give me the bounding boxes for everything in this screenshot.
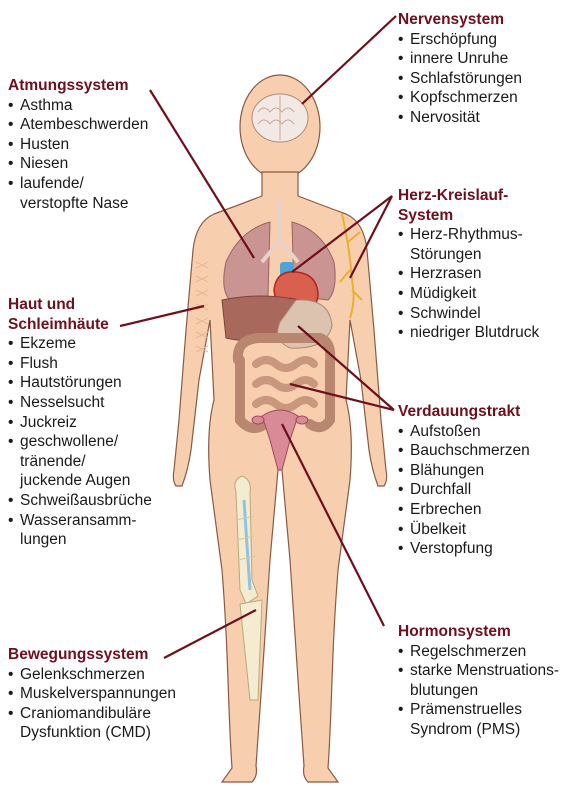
list-item: Müdigkeit: [398, 284, 578, 304]
list-item: Wasseransamm- lungen: [8, 511, 148, 550]
list-item: Hautstörungen: [8, 373, 188, 393]
hormonal-system-group: Hormonsystem Regelschmerzen starke Menst…: [398, 622, 578, 740]
nervous-system-list: Erschöpfung innere Unruhe Schlafstörunge…: [398, 30, 578, 128]
list-item: Erschöpfung: [398, 30, 578, 50]
respiratory-system-group: Atmungssystem Asthma Atembeschwerden Hus…: [8, 76, 183, 213]
list-item: Craniomandibuläre Dysfunktion (CMD): [8, 704, 190, 743]
skin-list: Ekzeme Flush Hautstörungen Nesselsucht J…: [8, 334, 188, 550]
list-item: Herz-Rhythmus- Störungen: [398, 225, 530, 264]
list-item: Flush: [8, 354, 188, 374]
list-item: Verstopfung: [398, 539, 578, 559]
cardiovascular-system-group: Herz-Kreislauf- System Herz-Rhythmus- Stö…: [398, 186, 578, 343]
list-item: laufende/ verstopfte Nase: [8, 174, 150, 213]
musculoskeletal-system-list: Gelenkschmerzen Muskelverspannungen Cran…: [8, 665, 183, 743]
musculoskeletal-system-title: Bewegungssystem: [8, 645, 183, 665]
list-item: Erbrechen: [398, 500, 578, 520]
hormonal-system-title: Hormonsystem: [398, 622, 578, 642]
list-item: niedriger Blutdruck: [398, 323, 578, 343]
respiratory-system-title: Atmungssystem: [8, 76, 183, 96]
list-item: Asthma: [8, 96, 183, 116]
list-item: Herzrasen: [398, 264, 578, 284]
list-item: Nervosität: [398, 108, 578, 128]
list-item: Blähungen: [398, 461, 578, 481]
respiratory-system-list: Asthma Atembeschwerden Husten Niesen lau…: [8, 96, 183, 214]
title-line: Schleimhäute: [8, 316, 109, 333]
list-item: Schlafstörungen: [398, 69, 578, 89]
list-item: Schwindel: [398, 304, 578, 324]
cardiovascular-system-list: Herz-Rhythmus- Störungen Herzrasen Müdig…: [398, 225, 578, 343]
list-item: Schweißausbrüche: [8, 491, 188, 511]
list-item: Regelschmerzen: [398, 642, 578, 662]
digestive-system-title: Verdauungstrakt: [398, 402, 578, 422]
list-item: geschwollene/ tränende/ juckende Augen: [8, 432, 148, 491]
nervous-system-title: Nervensystem: [398, 10, 578, 30]
brain: [252, 94, 308, 142]
digestive-system-list: Aufstoßen Bauchschmerzen Blähungen Durch…: [398, 422, 578, 559]
list-item: innere Unruhe: [398, 49, 578, 69]
list-item: Bauchschmerzen: [398, 441, 578, 461]
list-item: Muskelverspannungen: [8, 684, 183, 704]
title-line: Herz-Kreislauf-: [398, 187, 508, 204]
list-item: Durchfall: [398, 480, 578, 500]
list-item: Prämenstruelles Syndrom (PMS): [398, 700, 560, 739]
list-item: Übelkeit: [398, 520, 578, 540]
list-item: Husten: [8, 135, 183, 155]
nervous-system-group: Nervensystem Erschöpfung innere Unruhe S…: [398, 10, 578, 128]
list-item: Atembeschwerden: [8, 115, 183, 135]
list-item: Nesselsucht: [8, 393, 188, 413]
list-item: starke Menstruations- blutungen: [398, 661, 575, 700]
title-line: Haut und: [8, 296, 75, 313]
list-item: Niesen: [8, 154, 183, 174]
list-item: Gelenkschmerzen: [8, 665, 183, 685]
title-line: System: [398, 207, 453, 224]
list-item: Aufstoßen: [398, 422, 578, 442]
hormonal-system-list: Regelschmerzen starke Menstruations- blu…: [398, 642, 578, 740]
musculoskeletal-system-group: Bewegungssystem Gelenkschmerzen Muskelve…: [8, 645, 183, 743]
cardiovascular-system-title: Herz-Kreislauf- System: [398, 186, 578, 225]
list-item: Juckreiz: [8, 413, 188, 433]
list-item: Kopfschmerzen: [398, 88, 578, 108]
list-item: Ekzeme: [8, 334, 188, 354]
digestive-system-group: Verdauungstrakt Aufstoßen Bauchschmerzen…: [398, 402, 578, 559]
